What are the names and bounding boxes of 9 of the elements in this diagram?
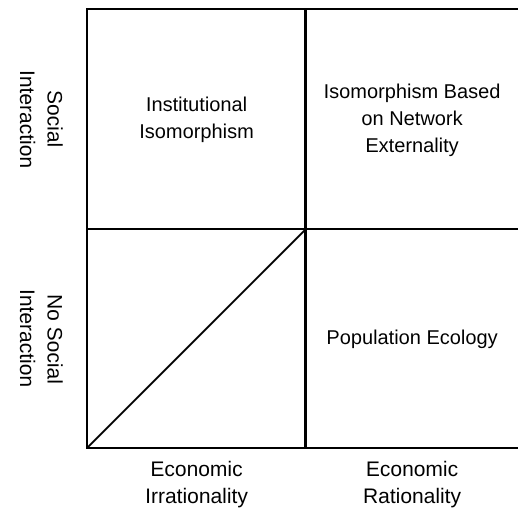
row-heading: No Social Interaction: [14, 288, 66, 390]
matrix-cell: [304, 8, 518, 230]
column-heading: Economic Rationality: [362, 457, 462, 510]
cell-text: Isomorphism Based on Network Externality: [322, 80, 502, 158]
matrix-cell: [86, 8, 307, 230]
row-heading: Social Interaction: [14, 68, 66, 170]
column-heading: Economic Irrationality: [144, 457, 249, 510]
cell-text: Population Ecology: [325, 326, 499, 351]
cell-text: Institutional Isomorphism: [138, 93, 255, 145]
